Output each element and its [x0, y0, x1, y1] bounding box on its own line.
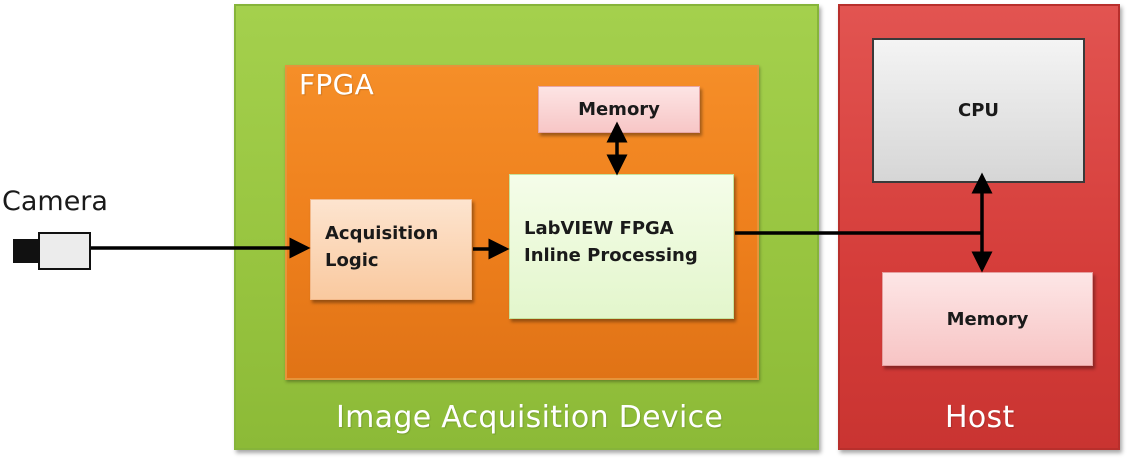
host-memory-box: Memory: [882, 272, 1093, 366]
acquisition-logic-line2: Logic: [325, 250, 379, 271]
camera-icon: [38, 232, 91, 270]
labview-fpga-line2: Inline Processing: [524, 245, 698, 266]
device-label: Image Acquisition Device: [336, 400, 724, 435]
host-memory-label: Memory: [946, 308, 1029, 330]
acquisition-logic-box: Acquisition Logic: [310, 199, 472, 300]
cpu-label: CPU: [957, 100, 1000, 121]
camera-label: Camera: [2, 186, 108, 217]
fpga-memory-box: Memory: [538, 86, 700, 133]
host-label: Host: [945, 400, 1015, 435]
fpga-memory-label: Memory: [578, 99, 660, 120]
labview-fpga-box: LabVIEW FPGA Inline Processing: [509, 174, 734, 319]
cpu-box: CPU: [872, 38, 1085, 183]
fpga-label: FPGA: [299, 68, 375, 101]
camera-plug-icon: [13, 239, 41, 263]
labview-fpga-line1: LabVIEW FPGA: [524, 218, 674, 239]
acquisition-logic-line1: Acquisition: [325, 223, 439, 244]
